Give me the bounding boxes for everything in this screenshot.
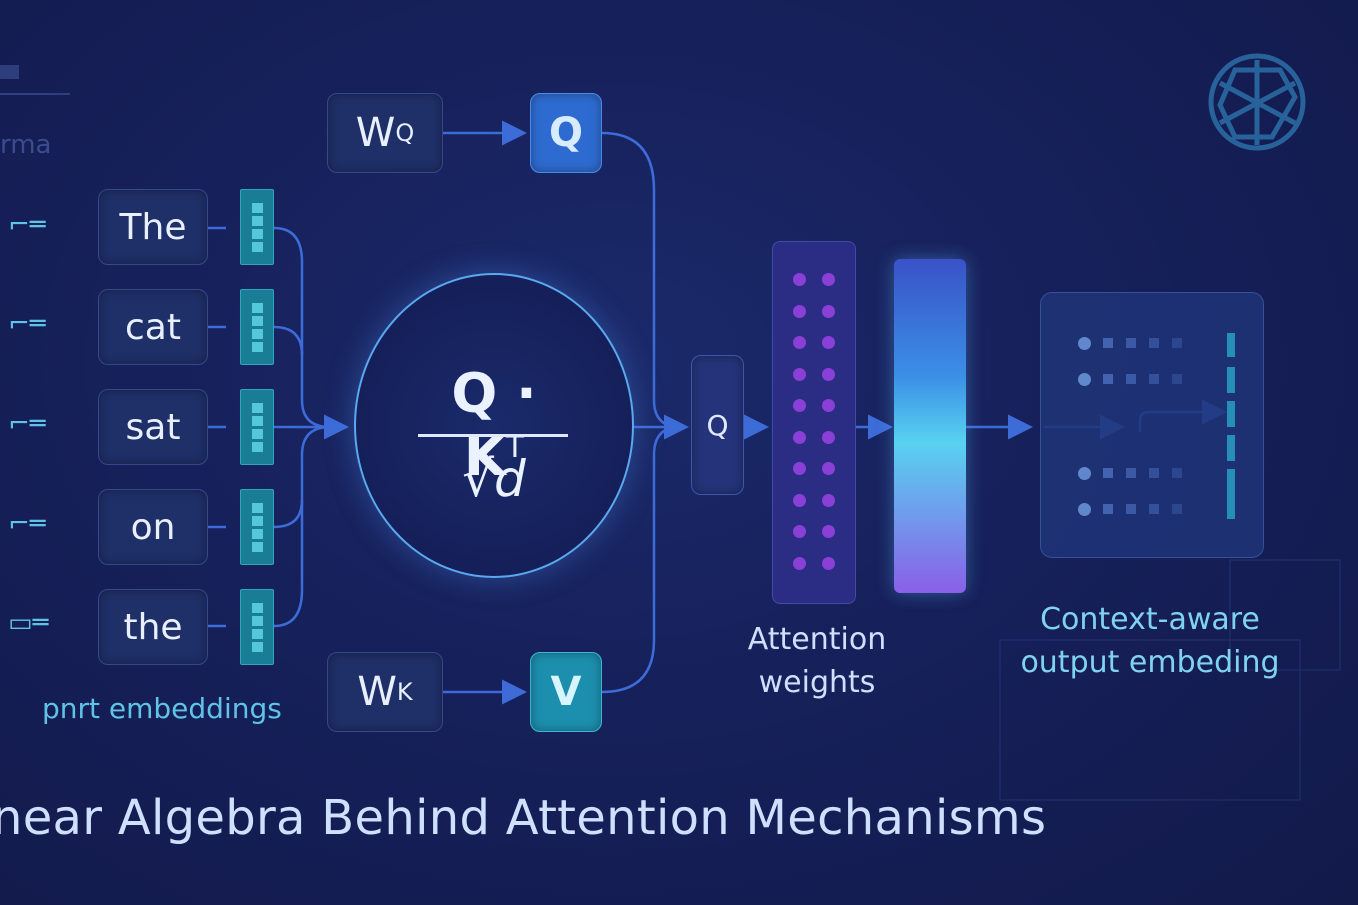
attention-dot [822, 462, 835, 475]
attention-dot [793, 493, 806, 507]
attention-dot [793, 336, 806, 349]
attention-dot [822, 273, 835, 286]
output-vector-segment [1227, 401, 1235, 427]
top-left-fragment: rma [0, 130, 52, 160]
formula-superscript: T [505, 430, 525, 465]
output-cell [1103, 468, 1113, 478]
wq-main: W [355, 110, 396, 156]
output-label-line2: output embeding [1020, 645, 1280, 680]
attention-dot [793, 462, 806, 475]
token-label: sat [125, 406, 181, 448]
attention-dot [793, 556, 806, 570]
formula-fraction-bar [418, 434, 568, 437]
embedding-vector [240, 589, 274, 665]
output-vector-segment [1227, 333, 1235, 357]
attention-dot [793, 525, 806, 538]
output-cell [1172, 374, 1182, 384]
softmax-gradient-bar [894, 259, 966, 593]
token-box: cat [98, 289, 208, 365]
token-box: The [98, 189, 208, 265]
input-embeddings-label: pnrt embeddings [42, 692, 282, 725]
token-bracket-icon: ⌐═ [8, 409, 46, 439]
output-cell [1149, 374, 1159, 384]
attention-dot [793, 399, 806, 412]
output-vector-segment [1227, 435, 1235, 461]
attention-label-line1: Attention [747, 622, 887, 657]
output-embedding-label: Context-aware output embeding [1010, 598, 1290, 684]
output-embedding-panel [1040, 292, 1264, 558]
output-vector-segment [1227, 469, 1235, 519]
attention-dot [793, 273, 806, 286]
attention-dot [822, 556, 835, 570]
embedding-vector [240, 489, 274, 565]
knot-logo-icon [1208, 53, 1306, 151]
wq-sub: Q [395, 119, 415, 147]
attention-matrix [772, 241, 856, 604]
attention-dot [793, 430, 806, 444]
output-cell [1126, 338, 1136, 348]
output-dot [1078, 503, 1091, 516]
token-bracket-icon: ▭═ [8, 608, 49, 638]
formula-denominator: √d [462, 450, 526, 508]
token-label: The [119, 206, 187, 248]
output-cell [1103, 504, 1113, 514]
token-bracket-icon: ⌐═ [8, 309, 46, 339]
output-dot [1078, 467, 1091, 480]
wk-sub: K [396, 678, 413, 706]
attention-label-line2: weights [758, 665, 876, 700]
output-cell [1172, 504, 1182, 514]
attention-dot [822, 304, 835, 318]
output-dot [1078, 373, 1091, 386]
attention-dot [822, 367, 835, 381]
output-dot [1078, 337, 1091, 350]
mid-q-box: Q [691, 355, 744, 495]
attention-dot [793, 304, 806, 318]
output-cell [1126, 468, 1136, 478]
token-box: sat [98, 389, 208, 465]
token-bracket-icon: ⌐═ [8, 210, 46, 240]
output-cell [1172, 468, 1182, 478]
embedding-vector [240, 189, 274, 265]
token-box: the [98, 589, 208, 665]
token-label: cat [125, 306, 181, 348]
embedding-vector [240, 289, 274, 365]
attention-dot [822, 430, 835, 444]
page-title: near Algebra Behind Attention Mechanisms [0, 790, 1047, 846]
output-cell [1149, 468, 1159, 478]
token-label: on [130, 506, 176, 548]
formula-numerator: Q · KT [414, 362, 574, 488]
scaled-dot-product-circle [354, 273, 634, 578]
token-label: the [123, 606, 183, 648]
v-box: V [530, 652, 602, 732]
attention-dot [822, 336, 835, 349]
output-cell [1149, 338, 1159, 348]
wk-main: W [357, 669, 397, 715]
output-label-line1: Context-aware [1040, 602, 1260, 637]
output-cell [1149, 504, 1159, 514]
output-cell [1126, 504, 1136, 514]
output-cell [1172, 338, 1182, 348]
attention-dot [822, 493, 835, 507]
q-box: Q [530, 93, 602, 173]
token-box: on [98, 489, 208, 565]
output-cell [1103, 338, 1113, 348]
attention-weights-label: Attention weights [740, 618, 894, 704]
output-vector-segment [1227, 367, 1235, 393]
attention-dot [793, 367, 806, 381]
output-cell [1126, 374, 1136, 384]
embedding-vector [240, 389, 274, 465]
token-bracket-icon: ⌐═ [8, 509, 46, 539]
output-cell [1103, 374, 1113, 384]
attention-dot [822, 399, 835, 412]
attention-dot [822, 525, 835, 538]
